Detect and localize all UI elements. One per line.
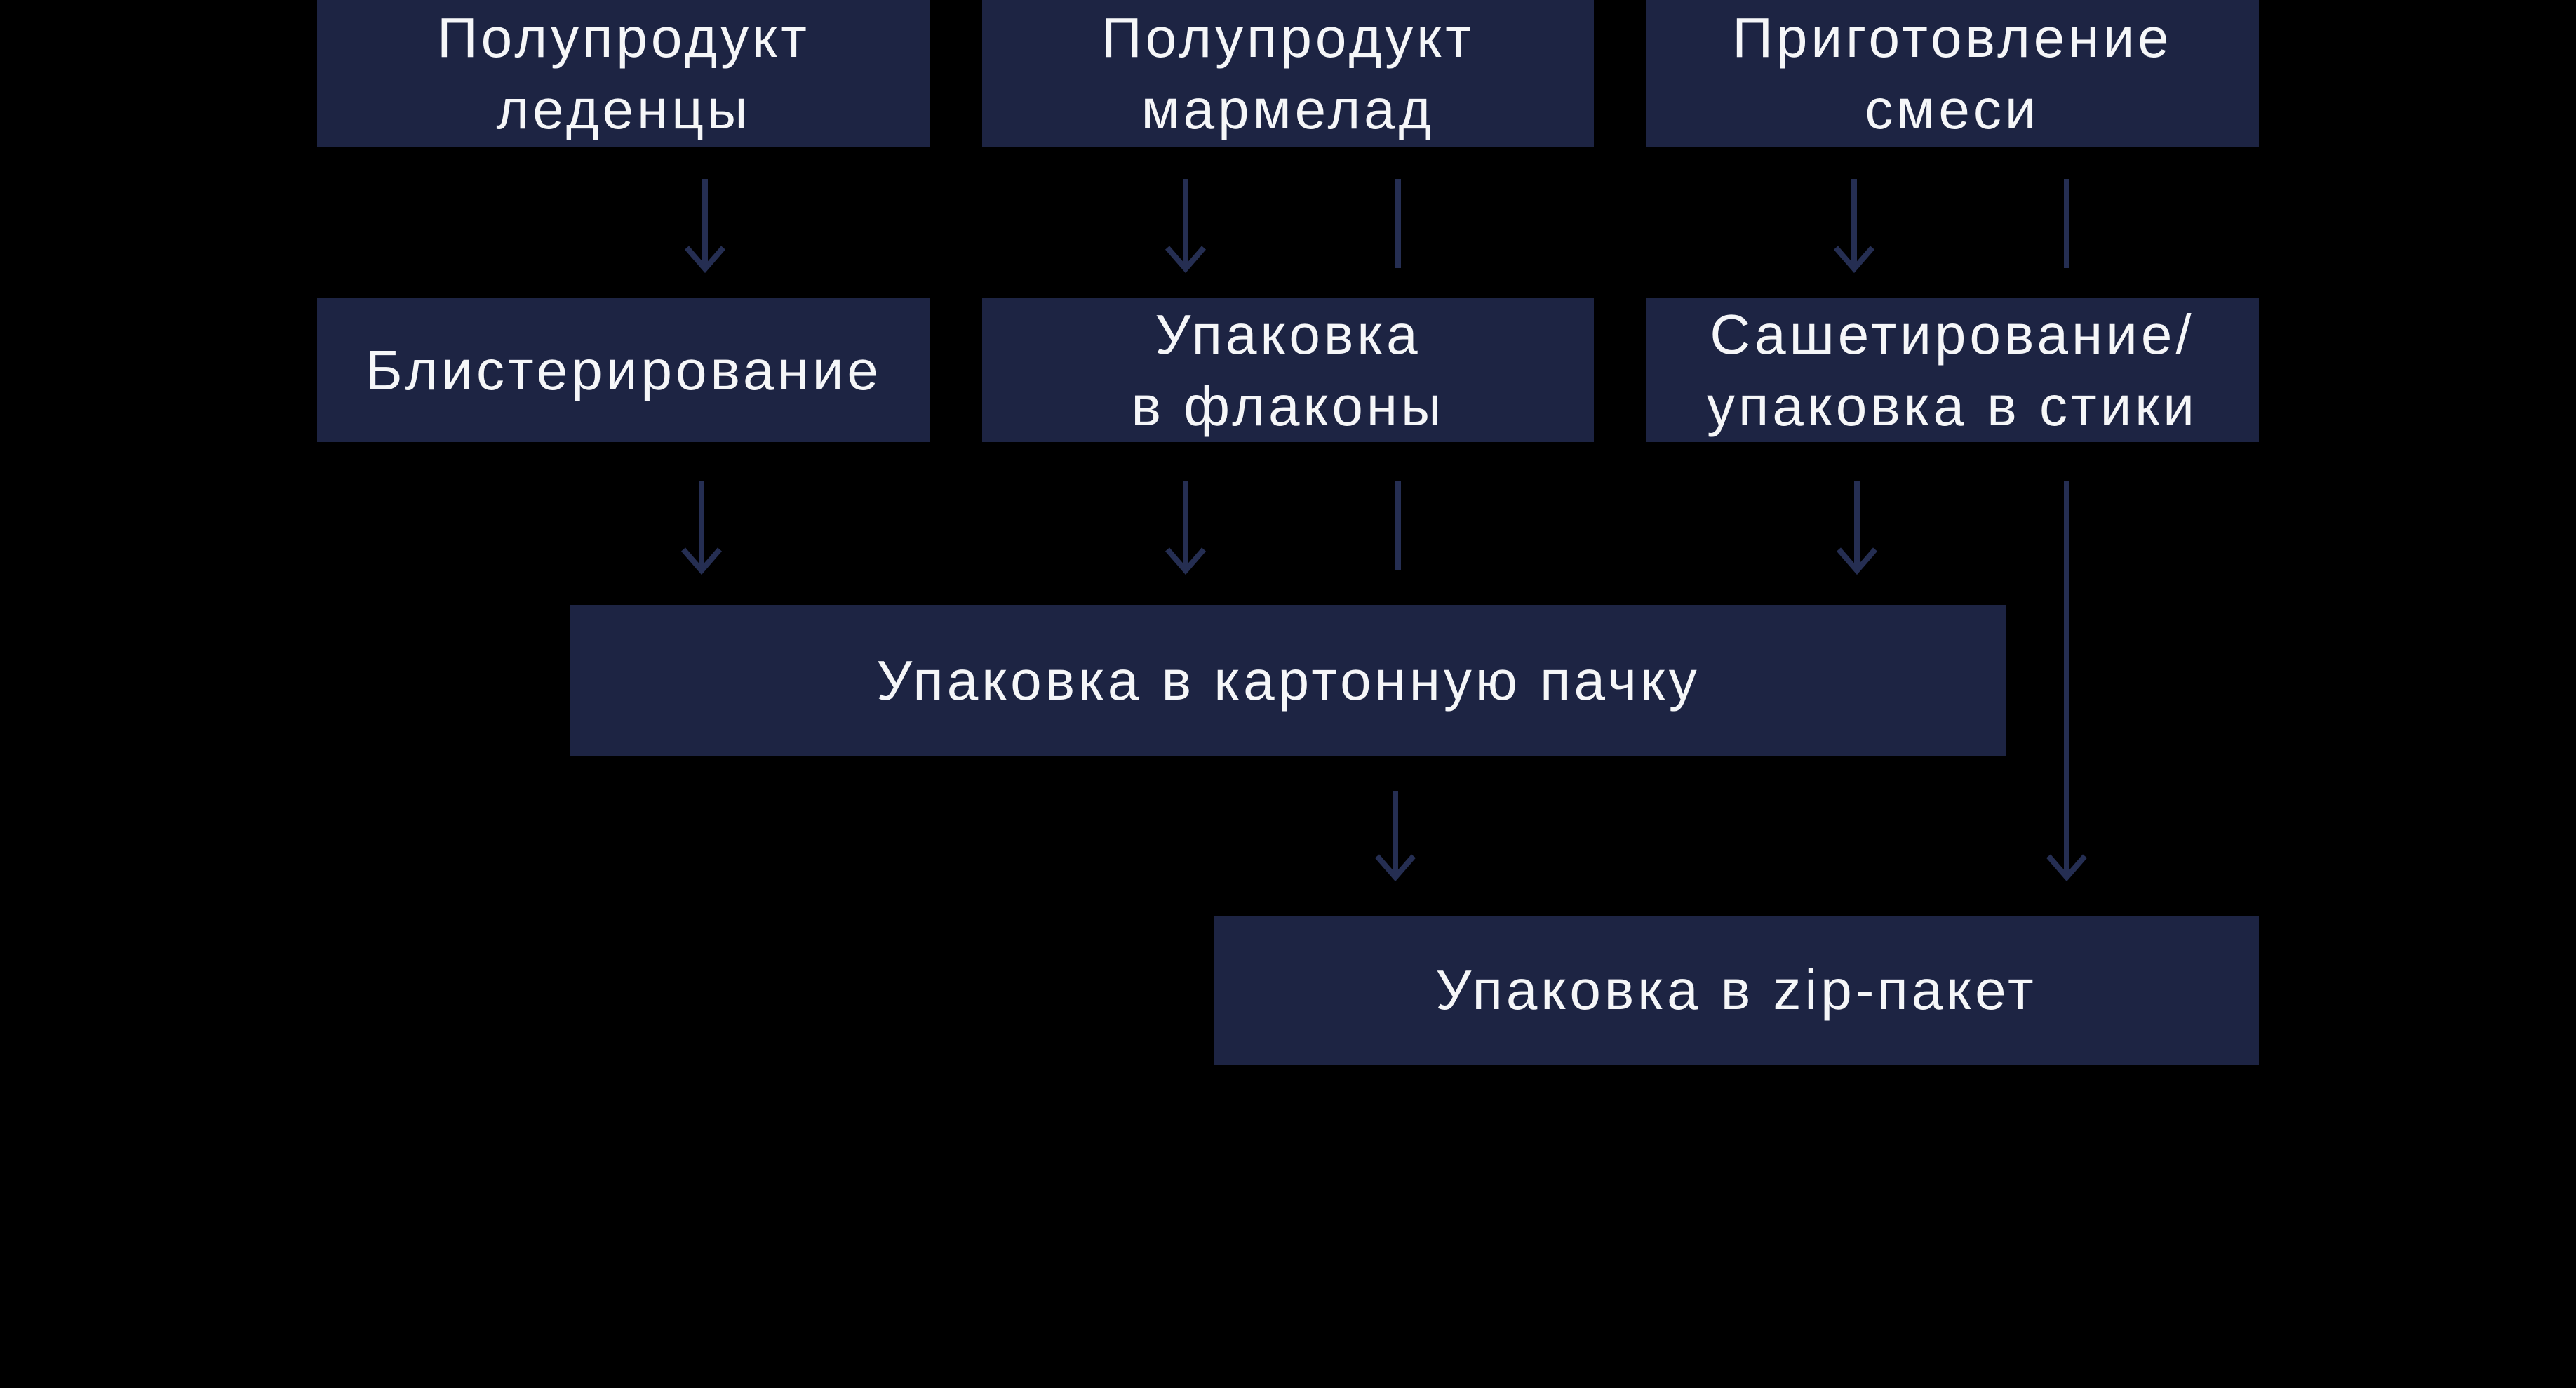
arrow-lollipops-to-blistering — [684, 179, 726, 274]
node-semi-lollipops: Полупродукт леденцы — [317, 0, 930, 147]
arrow-marmalade-to-vials — [1165, 179, 1207, 274]
arrow-sachet-to-carton — [1836, 481, 1878, 575]
node-semi-marmalade: Полупродукт мармелад — [982, 0, 1594, 147]
node-blistering: Блистерирование — [317, 298, 930, 442]
node-mix-preparation: Приготовление смеси — [1646, 0, 2259, 147]
node-vial-packaging: Упаковка в флаконы — [982, 298, 1594, 442]
node-zip-packaging: Упаковка в zip-пакет — [1214, 916, 2259, 1065]
node-carton-packaging: Упаковка в картонную пачку — [570, 605, 2006, 756]
arrow-carton-to-zip — [1374, 791, 1416, 882]
node-sacheting: Сашетирование/ упаковка в стики — [1646, 298, 2259, 442]
arrow-vials-to-carton — [1165, 481, 1207, 575]
arrow-blistering-to-carton — [680, 481, 723, 575]
connector-group — [680, 179, 2088, 882]
arrow-mix-to-sachet — [1833, 179, 1875, 274]
arrow-mix-to-zip-long — [2046, 481, 2088, 882]
